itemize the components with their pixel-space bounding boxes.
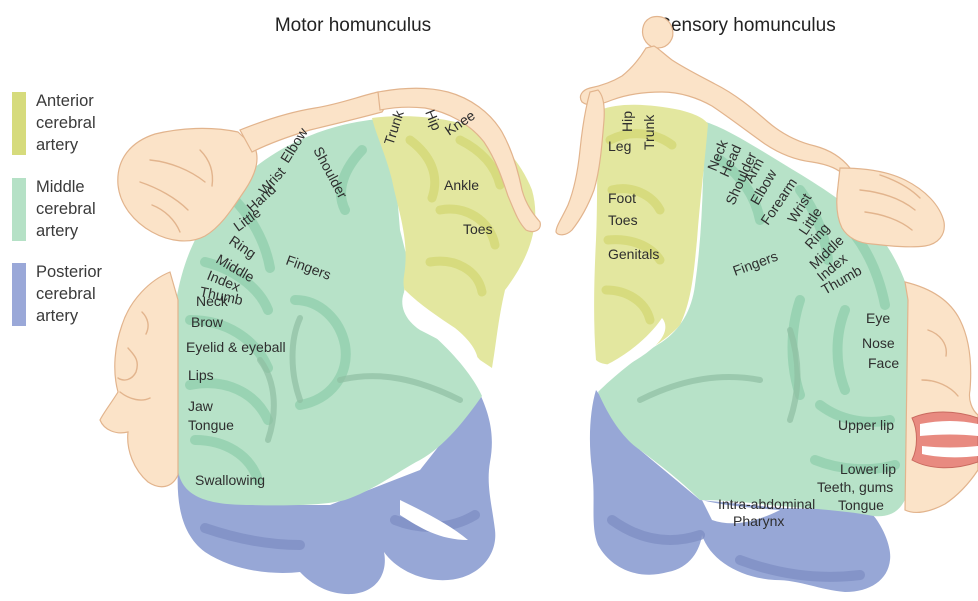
sensory-label-upper-lip: Upper lip xyxy=(838,417,894,433)
sensory-title: Sensory homunculus xyxy=(658,15,835,36)
legend-label-anterior-3: artery xyxy=(36,136,79,154)
motor-label-ankle: Ankle xyxy=(444,177,479,193)
sensory-label-trunk: Trunk xyxy=(641,114,657,150)
sensory-label-hip: Hip xyxy=(619,111,635,132)
sensory-label-eye: Eye xyxy=(866,310,890,326)
sensory-mouth xyxy=(912,412,978,468)
legend-label-anterior-1: Anterior xyxy=(36,92,94,110)
sensory-figure-head xyxy=(643,17,673,49)
legend-swatch-posterior xyxy=(12,263,26,326)
motor-title: Motor homunculus xyxy=(275,15,431,36)
motor-label-jaw: Jaw xyxy=(188,398,214,414)
sensory-label-pharynx: Pharynx xyxy=(733,513,784,529)
legend-label-posterior-1: Posterior xyxy=(36,263,103,281)
sensory-face xyxy=(905,282,978,512)
sensory-label-nose: Nose xyxy=(862,335,895,351)
legend-swatch-middle xyxy=(12,178,26,241)
legend: Anterior cerebral artery Middle cerebral… xyxy=(12,92,103,326)
motor-label-eyelid: Eyelid & eyeball xyxy=(186,339,286,355)
motor-label-swallowing: Swallowing xyxy=(195,472,265,488)
motor-face xyxy=(100,272,178,487)
motor-label-tongue: Tongue xyxy=(188,417,234,433)
sensory-label-tongue: Tongue xyxy=(838,497,884,513)
legend-label-middle-3: artery xyxy=(36,222,79,240)
legend-label-middle-1: Middle xyxy=(36,178,85,196)
sensory-label-face: Face xyxy=(868,355,899,371)
motor-label-neck: Neck xyxy=(196,293,229,309)
legend-label-posterior-3: artery xyxy=(36,307,79,325)
sensory-label-teeth-gums: Teeth, gums xyxy=(817,479,893,495)
sensory-label-toes: Toes xyxy=(608,212,638,228)
legend-swatch-anterior xyxy=(12,92,26,155)
sensory-label-intra-abdominal: Intra-abdominal xyxy=(718,496,815,512)
sensory-label-foot: Foot xyxy=(608,190,636,206)
sensory-label-leg: Leg xyxy=(608,138,631,154)
sensory-label-lower-lip: Lower lip xyxy=(840,461,896,477)
motor-label-lips: Lips xyxy=(188,367,214,383)
sensory-label-genitals: Genitals xyxy=(608,246,659,262)
legend-label-anterior-2: cerebral xyxy=(36,114,96,132)
legend-label-posterior-2: cerebral xyxy=(36,285,96,303)
legend-label-middle-2: cerebral xyxy=(36,200,96,218)
sensory-hand xyxy=(837,168,945,247)
motor-label-toes: Toes xyxy=(463,221,493,237)
motor-label-brow: Brow xyxy=(191,314,224,330)
